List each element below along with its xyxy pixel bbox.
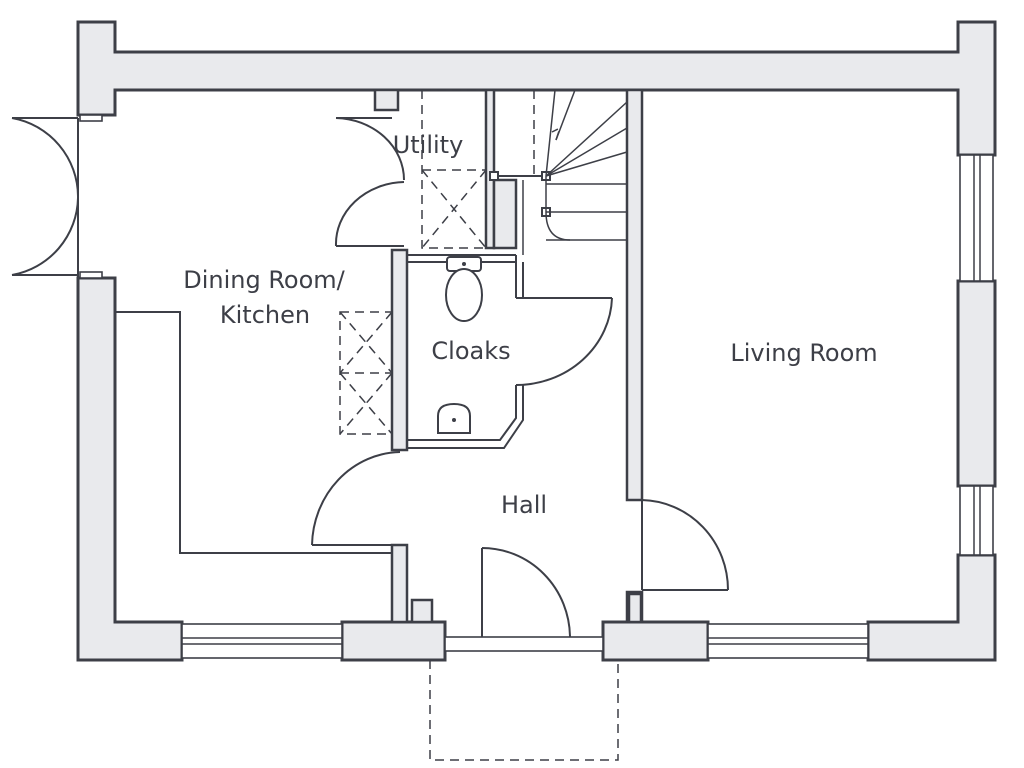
label-cloaks: Cloaks (431, 337, 510, 365)
left-wall (76, 276, 184, 662)
label-dining-line1: Dining Room/ (183, 266, 345, 294)
top-wall (76, 20, 997, 157)
living-room-wall-upper (625, 88, 644, 502)
window-right-upper (959, 154, 994, 282)
staircase (489, 89, 628, 255)
utility-doors (334, 117, 405, 247)
bottom-pier-left (340, 620, 447, 662)
label-living-room: Living Room (730, 339, 877, 367)
utility-units (421, 89, 535, 249)
porch-outline (429, 660, 619, 761)
hall-west-wall-lower (390, 543, 409, 624)
label-hall: Hall (501, 491, 547, 519)
right-wall-pier (956, 279, 997, 488)
french-doors (11, 114, 103, 279)
front-door-threshold (444, 636, 604, 652)
window-bottom-left (181, 623, 343, 659)
cloaks-fixtures (437, 256, 613, 434)
window-right-lower (959, 485, 994, 556)
bottom-pier-right (601, 620, 710, 662)
kitchen-units (339, 311, 393, 435)
label-utility: Utility (393, 131, 464, 159)
interior-walls (373, 88, 644, 624)
kitchen-counter (115, 311, 392, 554)
hall-doors (311, 451, 729, 638)
label-dining-line2: Kitchen (220, 301, 310, 329)
utility-pier (373, 88, 400, 112)
cloaks-west-wall (390, 248, 409, 452)
windows (181, 154, 994, 659)
right-lower-wall (866, 553, 997, 662)
toilet-bowl (445, 268, 483, 322)
window-bottom-right (707, 623, 869, 659)
stair-pier (492, 178, 518, 250)
room-labels: Utility Dining Room/ Kitchen Cloaks Livi… (183, 131, 877, 519)
exterior-walls (76, 20, 997, 662)
